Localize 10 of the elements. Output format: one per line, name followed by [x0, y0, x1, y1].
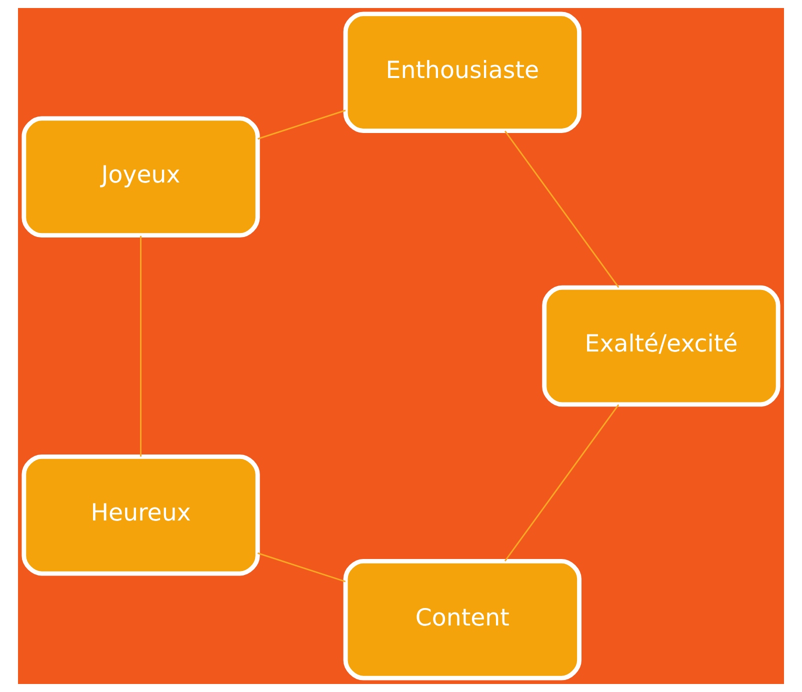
node-box: Exalté/excité — [542, 285, 780, 407]
node-box: Content — [343, 558, 582, 680]
node-box: Heureux — [22, 454, 260, 576]
node-box: Joyeux — [22, 116, 260, 238]
connector — [140, 236, 142, 457]
connector — [504, 130, 620, 288]
connector — [504, 404, 620, 562]
connector — [258, 552, 346, 582]
node-box: Enthousiaste — [343, 12, 582, 134]
connector — [258, 110, 346, 140]
